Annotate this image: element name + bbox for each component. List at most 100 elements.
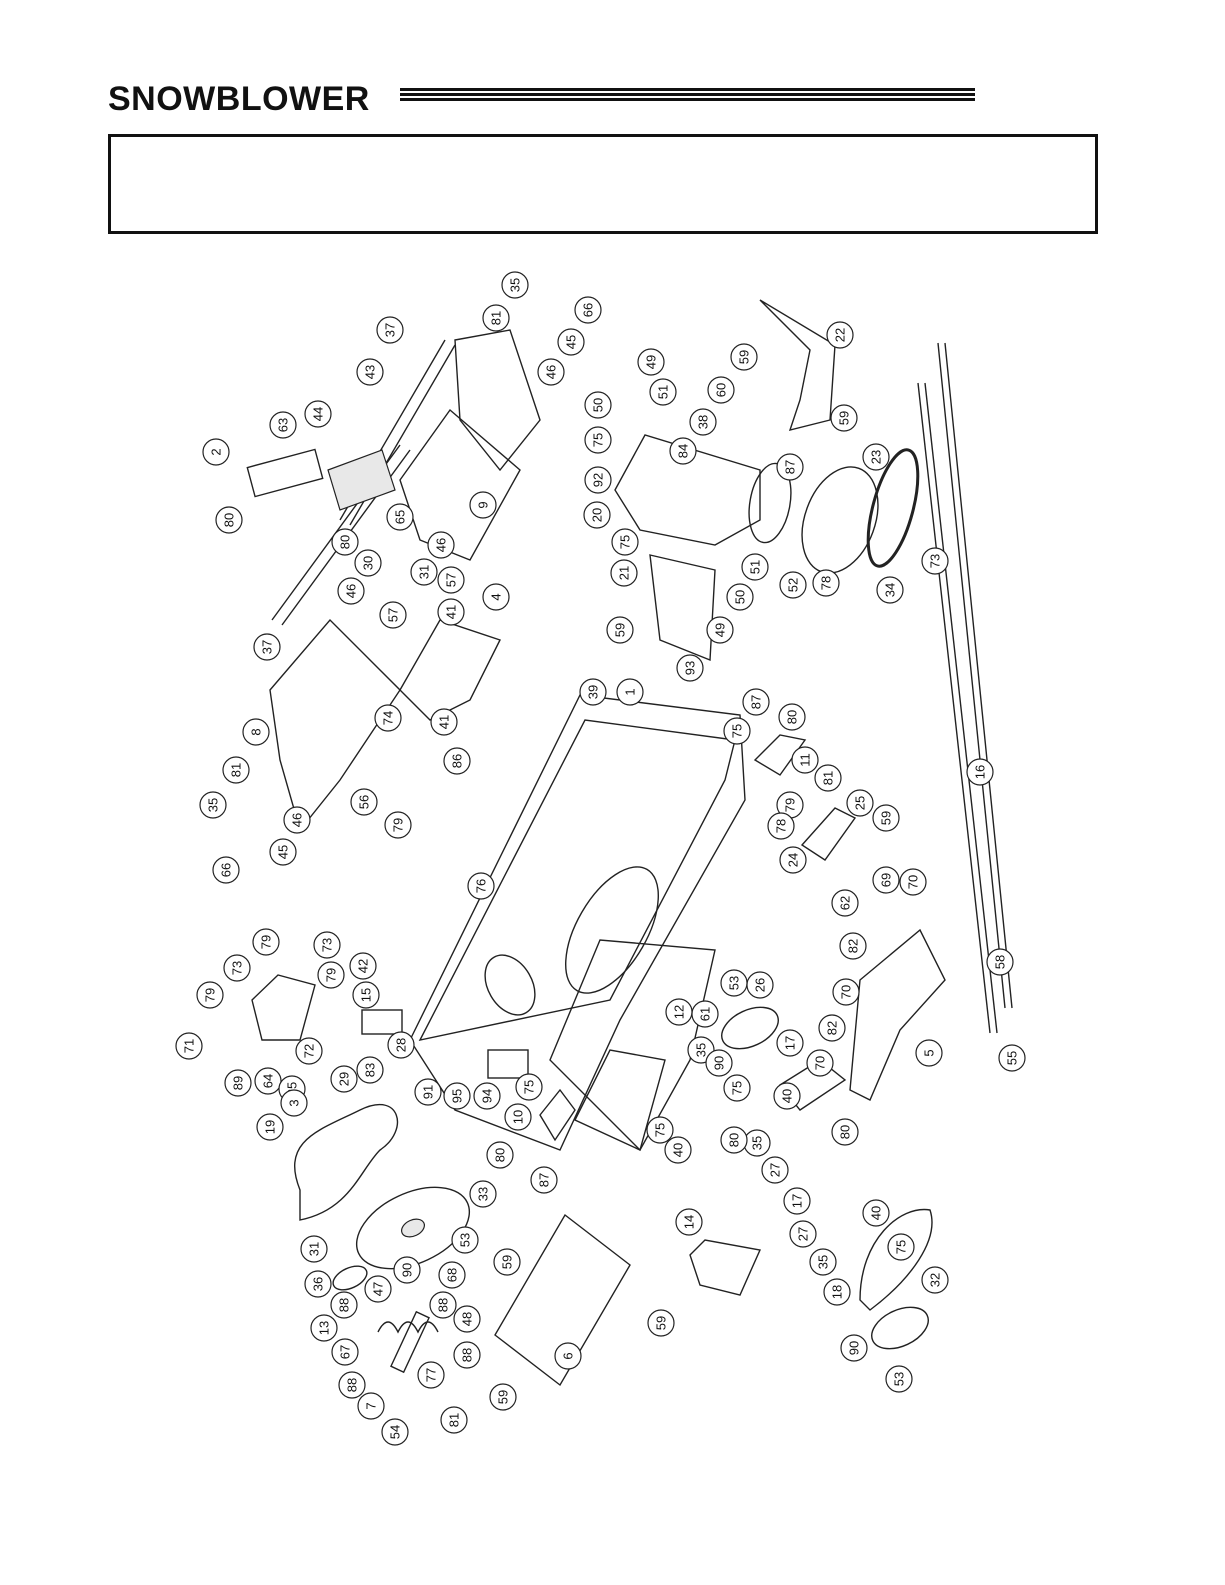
part-callout-75: 75 [584, 426, 612, 454]
part-number: 50 [591, 398, 606, 412]
gearbox-brackets [251, 734, 946, 1142]
part-number: 60 [714, 383, 729, 397]
part-callout-22: 22 [826, 321, 854, 349]
part-callout-53: 53 [885, 1365, 913, 1393]
part-callout-59: 59 [647, 1309, 675, 1337]
part-number: 37 [260, 640, 275, 654]
part-callout-65: 65 [386, 503, 414, 531]
part-number: 90 [400, 1263, 415, 1277]
part-callout-30: 30 [354, 549, 382, 577]
part-callout-94: 94 [473, 1082, 501, 1110]
part-callout-95: 95 [443, 1082, 471, 1110]
part-callout-42: 42 [349, 952, 377, 980]
part-callout-11: 11 [791, 746, 819, 774]
part-number: 59 [737, 350, 752, 364]
part-number: 49 [713, 623, 728, 637]
part-callout-80: 80 [831, 1118, 859, 1146]
part-number: 77 [424, 1368, 439, 1382]
part-callout-48: 48 [453, 1305, 481, 1333]
part-number: 88 [436, 1298, 451, 1312]
part-number: 88 [345, 1378, 360, 1392]
part-callout-35: 35 [501, 271, 529, 299]
part-number: 15 [359, 988, 374, 1002]
drive-chain [801, 448, 920, 574]
part-callout-86: 86 [443, 747, 471, 775]
part-callout-91: 91 [414, 1078, 442, 1106]
part-callout-41: 41 [437, 598, 465, 626]
part-number: 27 [796, 1227, 811, 1241]
part-callout-35: 35 [743, 1129, 771, 1157]
part-number: 75 [894, 1240, 909, 1254]
part-callout-33: 33 [469, 1180, 497, 1208]
part-callout-24: 24 [779, 846, 807, 874]
part-callout-54: 54 [381, 1418, 409, 1446]
part-callout-90: 90 [840, 1334, 868, 1362]
part-number: 76 [474, 879, 489, 893]
part-callout-44: 44 [304, 400, 332, 428]
part-callout-35: 35 [199, 791, 227, 819]
part-number: 70 [839, 985, 854, 999]
part-number: 79 [203, 988, 218, 1002]
part-callout-81: 81 [222, 756, 250, 784]
part-callout-75: 75 [887, 1233, 915, 1261]
part-callout-46: 46 [283, 806, 311, 834]
part-number: 73 [320, 938, 335, 952]
part-number: 35 [206, 798, 221, 812]
part-number: 81 [447, 1413, 462, 1427]
part-number: 79 [783, 798, 798, 812]
part-callout-23: 23 [862, 443, 890, 471]
part-number: 29 [337, 1072, 352, 1086]
part-callout-46: 46 [337, 577, 365, 605]
part-number: 12 [672, 1005, 687, 1019]
part-number: 91 [421, 1085, 436, 1099]
part-callout-45: 45 [557, 328, 585, 356]
part-callout-63: 63 [269, 411, 297, 439]
part-callout-4: 4 [482, 583, 510, 611]
part-callout-20: 20 [583, 501, 611, 529]
plates [377, 1213, 762, 1387]
part-number: 3 [287, 1099, 302, 1106]
part-number: 62 [838, 896, 853, 910]
part-callout-61: 61 [691, 1000, 719, 1028]
part-number: 51 [656, 385, 671, 399]
part-callout-8: 8 [242, 718, 270, 746]
part-callout-40: 40 [664, 1136, 692, 1164]
part-callout-82: 82 [818, 1014, 846, 1042]
part-number: 80 [838, 1125, 853, 1139]
part-number: 61 [698, 1007, 713, 1021]
part-callout-45: 45 [269, 838, 297, 866]
part-callout-46: 46 [537, 358, 565, 386]
part-number: 19 [263, 1120, 278, 1134]
part-callout-93: 93 [676, 654, 704, 682]
part-number: 39 [586, 685, 601, 699]
part-callout-79: 79 [317, 961, 345, 989]
part-number: 38 [696, 415, 711, 429]
part-callout-80: 80 [778, 703, 806, 731]
part-callout-57: 57 [437, 566, 465, 594]
part-callout-90: 90 [393, 1256, 421, 1284]
part-callout-47: 47 [364, 1275, 392, 1303]
part-number: 84 [676, 444, 691, 458]
part-number: 49 [644, 355, 659, 369]
part-number: 45 [564, 335, 579, 349]
part-number: 80 [727, 1133, 742, 1147]
part-callout-12: 12 [665, 998, 693, 1026]
part-callout-46: 46 [427, 531, 455, 559]
part-callout-6: 6 [554, 1342, 582, 1370]
part-number: 35 [508, 278, 523, 292]
part-callout-31: 31 [300, 1235, 328, 1263]
part-number: 88 [460, 1348, 475, 1362]
part-callout-49: 49 [706, 616, 734, 644]
part-number: 42 [356, 959, 371, 973]
part-callout-87: 87 [776, 453, 804, 481]
part-callout-50: 50 [584, 391, 612, 419]
part-callout-79: 79 [196, 981, 224, 1009]
part-number: 59 [613, 623, 628, 637]
part-number: 35 [694, 1043, 709, 1057]
part-callout-55: 55 [998, 1044, 1026, 1072]
part-number: 44 [311, 407, 326, 421]
part-number: 43 [363, 365, 378, 379]
part-number: 53 [727, 976, 742, 990]
title-rule [400, 88, 975, 108]
